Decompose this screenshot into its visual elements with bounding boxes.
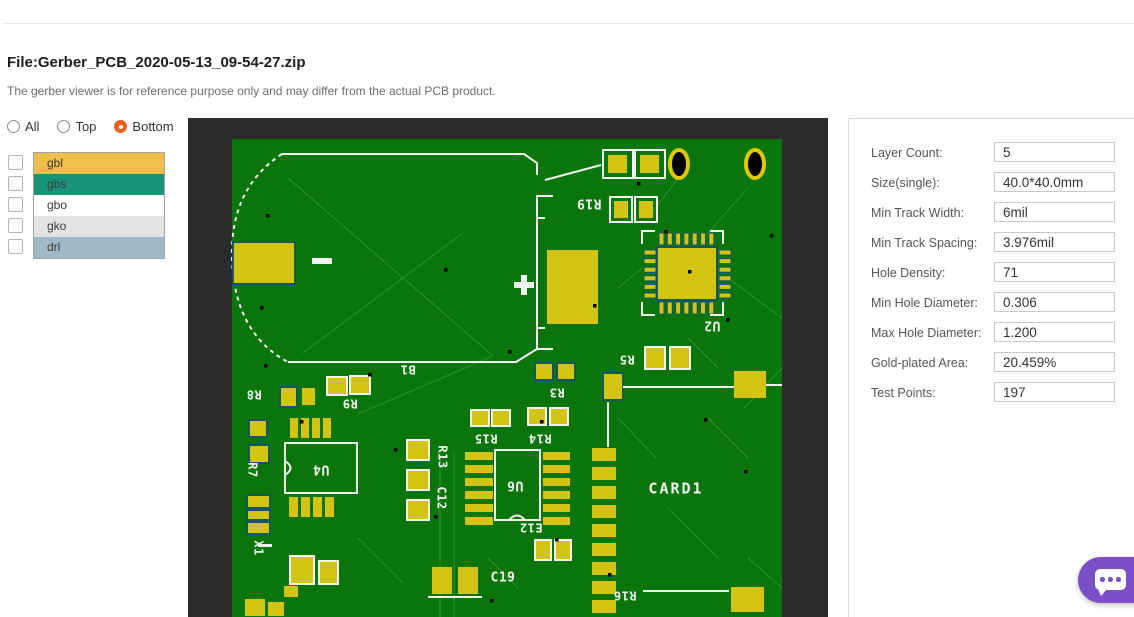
radio-label: Top [75,119,97,134]
info-field-label: Min Hole Diameter: [871,296,978,310]
layer-checkbox-gbs[interactable] [8,176,23,191]
layer-row-gbl[interactable]: gbl [34,153,164,174]
info-field-label: Hole Density: [871,266,946,280]
layer-row-drl[interactable]: drl [34,237,164,258]
info-field-label: Test Points: [871,386,936,400]
info-field-value-gold-plated-area[interactable] [994,352,1115,372]
silkscreen-label-r13: R13 [436,445,450,468]
silkscreen-label-x1: X1 [252,540,266,555]
silkscreen-label-u4: U4 [313,462,330,477]
radio-all[interactable]: All [7,119,39,134]
silkscreen-label-c12: C12 [435,486,449,509]
layer-side-radio-group: All Top Bottom [7,119,174,134]
silkscreen-label-r3: R3 [549,386,564,400]
chat-button[interactable] [1078,557,1134,603]
layer-row-gbs[interactable]: gbs [34,174,164,195]
layer-checkbox-gko[interactable] [8,218,23,233]
info-field-value-layer-count[interactable] [994,142,1115,162]
info-field-label: Max Hole Diameter: [871,326,982,340]
silkscreen-label-card1: CARD1 [648,480,703,498]
silkscreen-label-u2: U2 [704,318,721,333]
chat-bubble-icon [1095,569,1126,596]
pcb-board [232,139,782,617]
silkscreen-label-r15: R15 [474,432,497,446]
info-field-value-min-track-spacing[interactable] [994,232,1115,252]
top-divider [2,23,1134,24]
radio-circle-icon[interactable] [7,120,20,133]
layer-row-gko[interactable]: gko [34,216,164,237]
silkscreen-label-r8: R8 [246,388,261,402]
silkscreen-label-r16: R16 [613,589,636,603]
info-field-label: Min Track Spacing: [871,236,978,250]
radio-top[interactable]: Top [57,119,96,134]
viewer-disclaimer: The gerber viewer is for reference purpo… [7,84,496,98]
info-field-row: Min Track Width: [849,202,1134,232]
info-field-label: Min Track Width: [871,206,965,220]
layer-checkbox-drl[interactable] [8,239,23,254]
radio-circle-icon[interactable] [57,120,71,133]
silkscreen-label-r7: R7 [246,462,260,477]
info-field-value-max-hole-diameter[interactable] [994,322,1115,342]
layer-checkbox-gbo[interactable] [8,197,23,212]
layer-row-gbo[interactable]: gbo [34,195,164,216]
page-title: File:Gerber_PCB_2020-05-13_09-54-27.zip [7,54,306,71]
silkscreen-label-b1: B1 [400,363,415,377]
pcb-info-panel: Layer Count: Size(single): Min Track Width… [848,118,1134,617]
info-field-value-test-points[interactable] [994,382,1115,402]
silkscreen-label-e12: E12 [519,521,542,535]
info-field-row: Gold-plated Area: [849,352,1134,382]
info-field-value-size-single[interactable] [994,172,1115,192]
info-field-value-hole-density[interactable] [994,262,1115,282]
silkscreen-label-r19: R19 [577,196,602,211]
info-field-value-min-track-width[interactable] [994,202,1115,222]
layer-checkbox-gbl[interactable] [8,155,23,170]
info-field-row: Max Hole Diameter: [849,322,1134,352]
info-field-label: Size(single): [871,176,940,190]
silkscreen-label-c19: C19 [491,571,516,586]
layer-checkbox-column [8,155,23,260]
info-field-row: Min Track Spacing: [849,232,1134,262]
radio-bottom[interactable]: Bottom [114,119,174,134]
info-field-value-min-hole-diameter[interactable] [994,292,1115,312]
silkscreen-label-u6: U6 [507,478,524,493]
info-field-row: Min Hole Diameter: [849,292,1134,322]
radio-circle-icon[interactable] [114,120,128,133]
radio-label: All [25,119,40,134]
info-field-label: Gold-plated Area: [871,356,969,370]
info-field-label: Layer Count: [871,146,943,160]
info-field-row: Layer Count: [849,142,1134,172]
silkscreen-label-r14: R14 [528,432,551,446]
info-field-row: Hole Density: [849,262,1134,292]
info-field-row: Size(single): [849,172,1134,202]
info-field-row: Test Points: [849,382,1134,412]
silkscreen-label-r9: R9 [342,397,357,411]
radio-label: Bottom [132,119,174,134]
silkscreen-label-r5: R5 [619,353,634,367]
